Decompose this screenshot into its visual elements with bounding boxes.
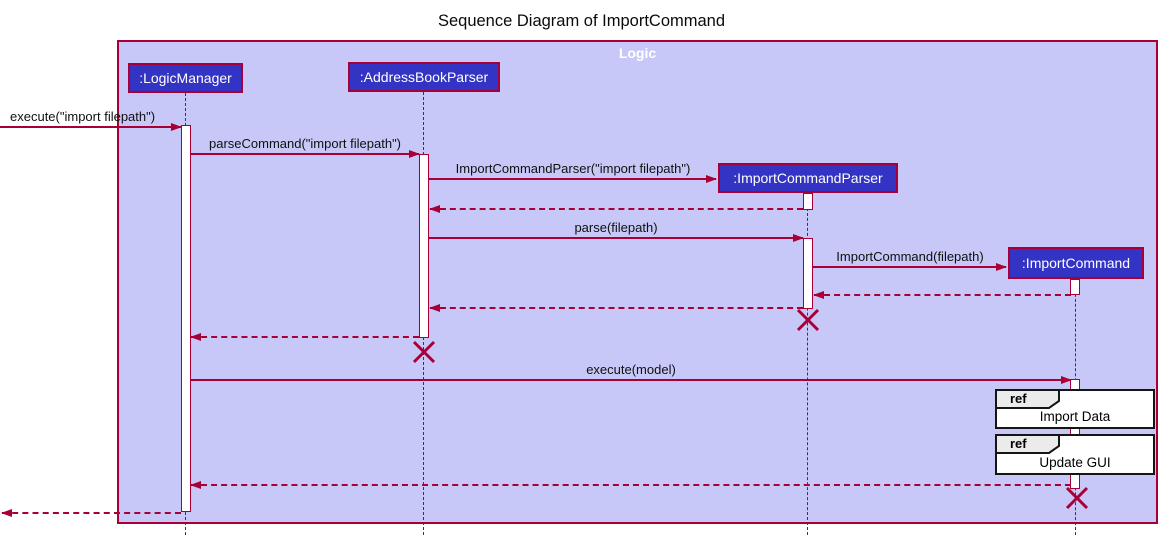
arrow-execute-found [0, 122, 182, 131]
participant-importcommandparser: :ImportCommandParser [718, 163, 898, 193]
label-execute-found: execute("import filepath") [10, 109, 156, 124]
ref-label-update-gui: Update GUI [1039, 455, 1111, 470]
arrow-return-to-logicmanager-1 [190, 332, 419, 341]
ref-keyword: ref [1010, 436, 1027, 451]
logic-frame: Logic [117, 40, 1158, 524]
participant-addressbookparser: :AddressBookParser [348, 62, 500, 92]
arrow-return-to-addressbookparser-2 [429, 303, 803, 312]
label-execute-model: execute(model) [586, 362, 676, 377]
diagram-title: Sequence Diagram of ImportCommand [437, 12, 726, 30]
participant-importcommand: :ImportCommand [1008, 247, 1144, 279]
destroy-icon-importcommand [1065, 486, 1089, 510]
arrow-return-to-logicmanager-2 [190, 480, 1071, 489]
activation-addressbookparser [419, 154, 429, 338]
activation-logicmanager [181, 125, 191, 512]
activation-importcommandparser-parse [803, 238, 813, 309]
destroy-icon-importcommandparser [796, 308, 820, 332]
ref-label-import-data: Import Data [1039, 409, 1111, 424]
label-parsecommand: parseCommand("import filepath") [208, 136, 402, 151]
activation-importcommandparser-create [803, 193, 813, 210]
ref-keyword: ref [1010, 391, 1027, 406]
label-parse: parse(filepath) [574, 220, 658, 235]
lifeline-importcommandparser [807, 193, 808, 535]
arrow-return-to-addressbookparser-1 [429, 204, 803, 213]
participant-logicmanager: :LogicManager [128, 63, 243, 93]
logic-frame-label: Logic [618, 45, 657, 61]
label-create-importcommand: ImportCommand(filepath) [836, 249, 984, 264]
ref-tab-shape [995, 434, 1060, 454]
label-create-importcommandparser: ImportCommandParser("import filepath") [455, 161, 691, 176]
arrow-return-to-caller [1, 508, 181, 517]
arrow-execute-model [190, 375, 1072, 384]
arrow-parsecommand [190, 149, 420, 158]
destroy-icon-addressbookparser [412, 340, 436, 364]
arrow-create-importcommandparser [429, 174, 717, 183]
ref-tab-shape [995, 389, 1060, 409]
arrow-parse [429, 233, 804, 242]
arrow-return-to-importcommandparser [813, 290, 1071, 299]
ref-fragment-import-data: ref Import Data [995, 389, 1155, 429]
activation-importcommand-create [1070, 279, 1080, 295]
ref-fragment-update-gui: ref Update GUI [995, 434, 1155, 475]
arrow-create-importcommand [813, 262, 1007, 271]
